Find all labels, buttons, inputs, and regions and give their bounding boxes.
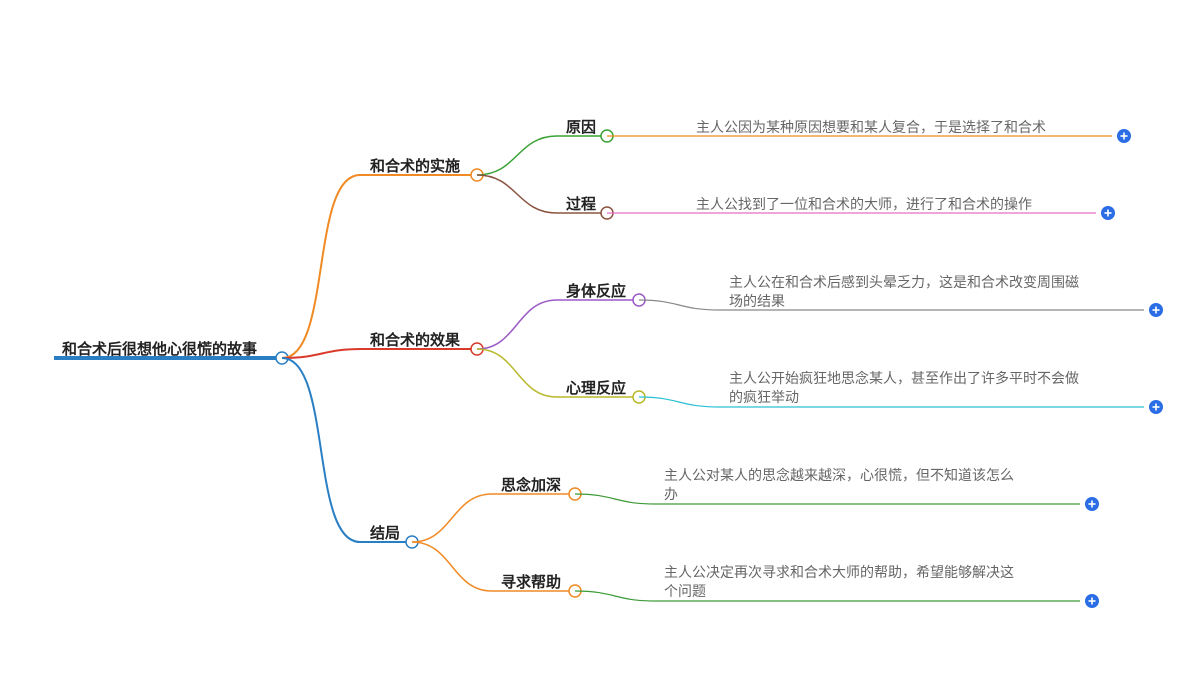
leaf-3-2: 主人公决定再次寻求和合术大师的帮助，希望能够解决这 个问题 [664,564,1014,600]
edge-branch-1-child-2 [476,174,607,214]
child-1-2-label: 过程 [566,195,596,213]
leaf-2-1-line-2: 场的结果 [729,294,785,310]
leaf-3-2-line-1: 主人公决定再次寻求和合术大师的帮助，希望能够解决这 [664,564,1014,581]
edge-root-branch-1 [281,174,477,359]
child-1-2[interactable]: 过程 [566,195,614,220]
leaf-3-1-line-2: 办 [664,487,678,503]
root-node[interactable]: 和合术后很想他心很慌的故事 [54,340,289,365]
branch-3[interactable]: 结局 [370,524,419,549]
branch-2-label: 和合术的效果 [370,331,461,349]
leaf-1-2: 主人公找到了一位和合术的大师，进行了和合术的操作 [696,197,1032,213]
root-label: 和合术后很想他心很慌的故事 [62,340,257,358]
expand-button-3-1[interactable] [1085,497,1099,511]
edge-child-2-1-leaf [638,299,1144,311]
edge-child-3-1-leaf [574,493,1080,505]
edge-root-branch-3 [281,357,412,543]
leaf-1-2-line-1: 主人公找到了一位和合术的大师，进行了和合术的操作 [696,197,1032,213]
child-2-2-label: 心理反应 [566,379,626,397]
child-3-1-label: 思念加深 [501,476,561,494]
edge-branch-2-child-1 [476,299,639,350]
leaf-2-1: 主人公在和合术后感到头晕乏力，这是和合术改变周围磁 场的结果 [729,274,1079,310]
leaf-2-2-line-1: 主人公开始疯狂地思念某人，甚至作出了许多平时不会做 [729,370,1079,387]
leaf-1-1: 主人公因为某种原因想要和某人复合，于是选择了和合术 [696,119,1046,136]
branch-3-label: 结局 [370,524,400,542]
edge-branch-2-child-2 [476,348,639,398]
edge-branch-3-child-1 [411,493,575,543]
leaf-3-1: 主人公对某人的思念越来越深，心很慌，但不知道该怎么 办 [664,467,1014,503]
branch-1-label: 和合术的实施 [370,157,460,175]
child-2-1-label: 身体反应 [566,282,626,300]
edge-child-2-2-leaf [638,396,1144,408]
leaf-3-1-line-1: 主人公对某人的思念越来越深，心很慌，但不知道该怎么 [664,467,1014,484]
leaf-3-2-line-2: 个问题 [664,584,706,600]
child-1-1[interactable]: 原因 [566,118,614,143]
expand-button-2-2[interactable] [1149,400,1163,414]
leaf-2-2-line-2: 的疯狂举动 [729,390,799,406]
expand-button-3-2[interactable] [1085,594,1099,608]
child-2-2[interactable]: 心理反应 [566,379,646,404]
edge-branch-3-child-2 [411,541,575,592]
leaf-2-1-line-1: 主人公在和合术后感到头晕乏力，这是和合术改变周围磁 [729,274,1079,291]
child-3-2[interactable]: 寻求帮助 [501,573,582,598]
expand-button-1-2[interactable] [1101,206,1115,220]
child-2-1[interactable]: 身体反应 [566,282,646,307]
edge-root-branch-2 [281,348,477,359]
expand-button-2-1[interactable] [1149,303,1163,317]
child-3-1[interactable]: 思念加深 [501,476,582,501]
child-1-1-label: 原因 [566,118,596,136]
edge-child-3-2-leaf [574,590,1080,602]
child-3-2-label: 寻求帮助 [501,573,561,591]
branch-1[interactable]: 和合术的实施 [370,157,484,182]
leaf-1-1-line-1: 主人公因为某种原因想要和某人复合，于是选择了和合术 [696,119,1046,136]
branch-2[interactable]: 和合术的效果 [370,331,484,356]
leaf-2-2: 主人公开始疯狂地思念某人，甚至作出了许多平时不会做 的疯狂举动 [729,370,1079,406]
expand-button-1-1[interactable] [1117,129,1131,143]
edge-branch-1-child-1 [476,135,607,176]
